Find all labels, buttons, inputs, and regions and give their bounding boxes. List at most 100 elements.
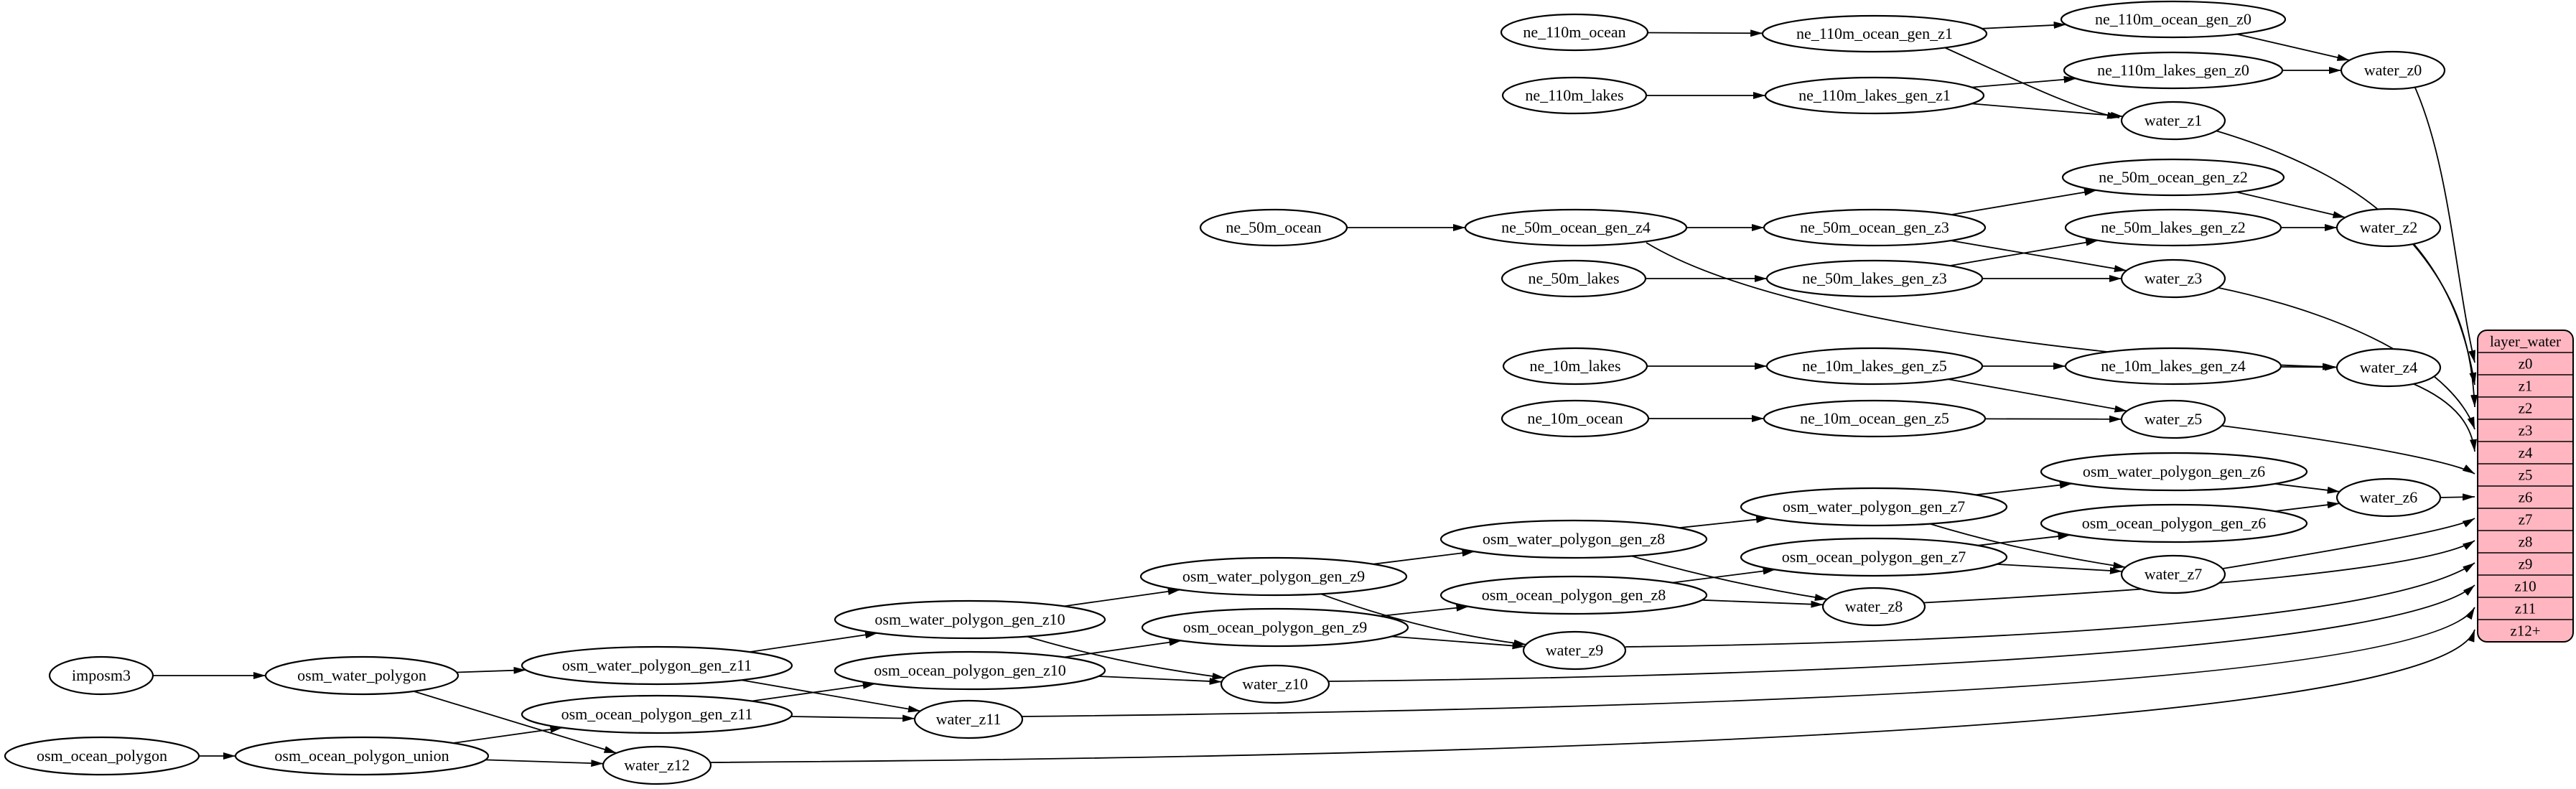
node-label-ne_110m_lakes: ne_110m_lakes: [1525, 86, 1623, 104]
node-ne_50m_ocean_gen_z4: ne_50m_ocean_gen_z4: [1464, 208, 1688, 247]
node-ellipse-water_z9: [1522, 630, 1627, 671]
node-imposm3: imposm3: [48, 655, 154, 696]
node-ellipse-osm_ocean_polygon_gen_z8: [1439, 575, 1708, 615]
edge-ne_50m_lakes_gen_z3-to-ne_50m_lakes_gen_z2: [1949, 238, 2099, 266]
edge-osm_water_polygon_gen_z7-to-water_z7: [1929, 523, 2126, 569]
node-label-osm_water_polygon_gen_z8: osm_water_polygon_gen_z8: [1483, 530, 1665, 548]
node-label-ne_110m_lakes_gen_z1: ne_110m_lakes_gen_z1: [1798, 86, 1951, 104]
node-label-water_z4: water_z4: [2360, 358, 2418, 376]
node-ellipse-osm_ocean_polygon_gen_z9: [1141, 607, 1409, 648]
node-ellipse-ne_50m_ocean_gen_z2: [2061, 158, 2285, 197]
node-ellipse-water_z12: [602, 745, 712, 785]
edge-osm_water_polygon_gen_z8-to-osm_water_polygon_gen_z7: [1679, 515, 1769, 529]
node-osm_water_polygon_gen_z8: osm_water_polygon_gen_z8: [1439, 519, 1708, 559]
node-label-osm_ocean_polygon_gen_z11: osm_ocean_polygon_gen_z11: [561, 705, 753, 723]
edge-ne_50m_ocean_gen_z4-to-water_z4: [1646, 242, 2335, 370]
node-ne_10m_ocean_gen_z5: ne_10m_ocean_gen_z5: [1763, 399, 1987, 438]
node-ne_10m_ocean: ne_10m_ocean: [1501, 399, 1650, 438]
node-water_z7: water_z7: [2120, 554, 2226, 594]
edge-water_z5-to-layer_water-z5: [2216, 424, 2475, 475]
node-ellipse-water_z1: [2120, 101, 2226, 141]
node-osm_ocean_polygon_gen_z9: osm_ocean_polygon_gen_z9: [1141, 607, 1409, 648]
table-row-z4: z4: [2519, 444, 2533, 462]
node-label-osm_ocean_polygon_gen_z6: osm_ocean_polygon_gen_z6: [2082, 514, 2267, 532]
node-water_z11: water_z11: [913, 699, 1024, 739]
node-ellipse-ne_50m_ocean_gen_z4: [1464, 208, 1688, 247]
edge-osm_ocean_polygon_union-to-osm_ocean_polygon_gen_z11: [453, 726, 563, 744]
node-ellipse-ne_10m_lakes_gen_z5: [1765, 347, 1984, 386]
node-ellipse-osm_water_polygon_gen_z10: [834, 599, 1106, 640]
node-ellipse-ne_10m_ocean_gen_z5: [1763, 399, 1987, 438]
edge-osm_ocean_polygon_gen_z6-to-water_z6: [2274, 501, 2340, 512]
node-ne_50m_ocean_gen_z3: ne_50m_ocean_gen_z3: [1763, 208, 1987, 247]
table-header-label: layer_water: [2490, 333, 2561, 350]
node-label-ne_110m_lakes_gen_z0: ne_110m_lakes_gen_z0: [2097, 61, 2249, 79]
node-ellipse-ne_50m_lakes: [1501, 259, 1647, 298]
node-ellipse-imposm3: [48, 655, 154, 696]
node-water_z9: water_z9: [1522, 630, 1627, 671]
node-osm_water_polygon_gen_z7: osm_water_polygon_gen_z7: [1740, 487, 2008, 527]
node-ne_10m_lakes_gen_z5: ne_10m_lakes_gen_z5: [1765, 347, 1984, 386]
node-ellipse-osm_ocean_polygon_gen_z6: [2040, 503, 2308, 543]
node-label-ne_50m_lakes_gen_z2: ne_50m_lakes_gen_z2: [2101, 218, 2246, 236]
node-label-water_z6: water_z6: [2360, 488, 2418, 506]
edge-water_z6-to-layer_water-z6: [2440, 493, 2475, 501]
node-ellipse-ne_110m_lakes: [1501, 76, 1648, 115]
node-osm_ocean_polygon_gen_z7: osm_ocean_polygon_gen_z7: [1740, 537, 2008, 577]
edge-osm_water_polygon_gen_z11-to-osm_water_polygon_gen_z10: [749, 631, 878, 653]
node-label-imposm3: imposm3: [72, 666, 131, 684]
edge-water_z10-to-layer_water-z10: [1327, 584, 2475, 682]
node-ellipse-water_z6: [2335, 477, 2442, 518]
node-label-osm_ocean_polygon_union: osm_ocean_polygon_union: [274, 747, 449, 765]
node-ellipse-osm_water_polygon_gen_z6: [2040, 452, 2308, 492]
edge-water_z7-to-layer_water-z7: [2222, 518, 2475, 569]
edge-osm_ocean_polygon_gen_z10-to-water_z10: [1098, 676, 1222, 685]
table-layer: layer_waterz0z1z2z3z4z5z6z7z8z9z10z11z12…: [2477, 330, 2574, 643]
node-ellipse-water_z3: [2120, 258, 2226, 299]
edge-ne_110m_lakes_gen_z1-to-ne_110m_lakes_gen_z0: [1971, 75, 2076, 88]
node-label-ne_10m_ocean: ne_10m_ocean: [1527, 409, 1623, 427]
node-osm_ocean_polygon_gen_z8: osm_ocean_polygon_gen_z8: [1439, 575, 1708, 615]
table-layer_water: layer_waterz0z1z2z3z4z5z6z7z8z9z10z11z12…: [2477, 330, 2574, 643]
node-ne_50m_lakes_gen_z3: ne_50m_lakes_gen_z3: [1765, 259, 1984, 298]
node-label-ne_50m_ocean: ne_50m_ocean: [1226, 218, 1321, 236]
node-ellipse-osm_ocean_polygon_gen_z7: [1740, 537, 2008, 577]
node-label-ne_110m_ocean_gen_z0: ne_110m_ocean_gen_z0: [2095, 10, 2251, 28]
node-osm_ocean_polygon_gen_z6: osm_ocean_polygon_gen_z6: [2040, 503, 2308, 543]
node-water_z6: water_z6: [2335, 477, 2442, 518]
node-ellipse-water_z8: [1821, 587, 1926, 627]
node-osm_ocean_polygon_gen_z10: osm_ocean_polygon_gen_z10: [834, 650, 1106, 691]
edge-osm_ocean_polygon_gen_z7-to-water_z7: [1997, 564, 2122, 574]
node-label-water_z2: water_z2: [2360, 218, 2418, 236]
node-label-ne_50m_ocean_gen_z4: ne_50m_ocean_gen_z4: [1501, 218, 1651, 236]
node-label-water_z11: water_z11: [936, 710, 1002, 728]
edge-water_z9-to-layer_water-z9: [1625, 562, 2475, 648]
edge-ne_110m_ocean_gen_z1-to-water_z1: [1943, 47, 2120, 119]
node-ellipse-osm_ocean_polygon_gen_z11: [521, 694, 793, 734]
edge-osm_water_polygon_gen_z10-to-osm_water_polygon_gen_z9: [1064, 587, 1180, 607]
edge-osm_ocean_polygon_gen_z10-to-osm_ocean_polygon_gen_z9: [1064, 638, 1182, 658]
node-ellipse-osm_water_polygon_gen_z7: [1740, 487, 2008, 527]
node-osm_water_polygon_gen_z6: osm_water_polygon_gen_z6: [2040, 452, 2308, 492]
edge-osm_water_polygon_gen_z6-to-water_z6: [2274, 483, 2340, 494]
edge-water_z2-to-layer_water-z2: [2412, 243, 2478, 408]
node-ellipse-ne_110m_lakes_gen_z1: [1764, 76, 1985, 115]
node-ne_110m_ocean_gen_z1: ne_110m_ocean_gen_z1: [1761, 14, 1988, 53]
edge-osm_water_polygon_gen_z11-to-water_z11: [741, 679, 921, 713]
node-ellipse-water_z5: [2120, 399, 2226, 439]
edge-osm_ocean_polygon_gen_z9-to-osm_ocean_polygon_gen_z8: [1380, 604, 1469, 617]
node-ellipse-ne_110m_lakes_gen_z0: [2063, 51, 2284, 90]
node-water_z12: water_z12: [602, 745, 712, 785]
table-row-z9: z9: [2519, 556, 2533, 573]
edge-ne_110m_lakes_gen_z1-to-water_z1: [1971, 103, 2123, 119]
table-row-z10: z10: [2514, 578, 2536, 595]
node-label-ne_10m_ocean_gen_z5: ne_10m_ocean_gen_z5: [1800, 409, 1949, 427]
edge-ne_110m_ocean-to-ne_110m_ocean_gen_z1: [1647, 29, 1763, 37]
node-label-water_z7: water_z7: [2145, 565, 2203, 583]
node-osm_water_polygon: osm_water_polygon: [264, 655, 459, 696]
node-ellipse-ne_50m_lakes_gen_z3: [1765, 259, 1984, 298]
node-label-osm_water_polygon: osm_water_polygon: [297, 666, 426, 684]
node-ellipse-water_z2: [2335, 207, 2442, 248]
node-label-osm_water_polygon_gen_z7: osm_water_polygon_gen_z7: [1783, 498, 1965, 515]
